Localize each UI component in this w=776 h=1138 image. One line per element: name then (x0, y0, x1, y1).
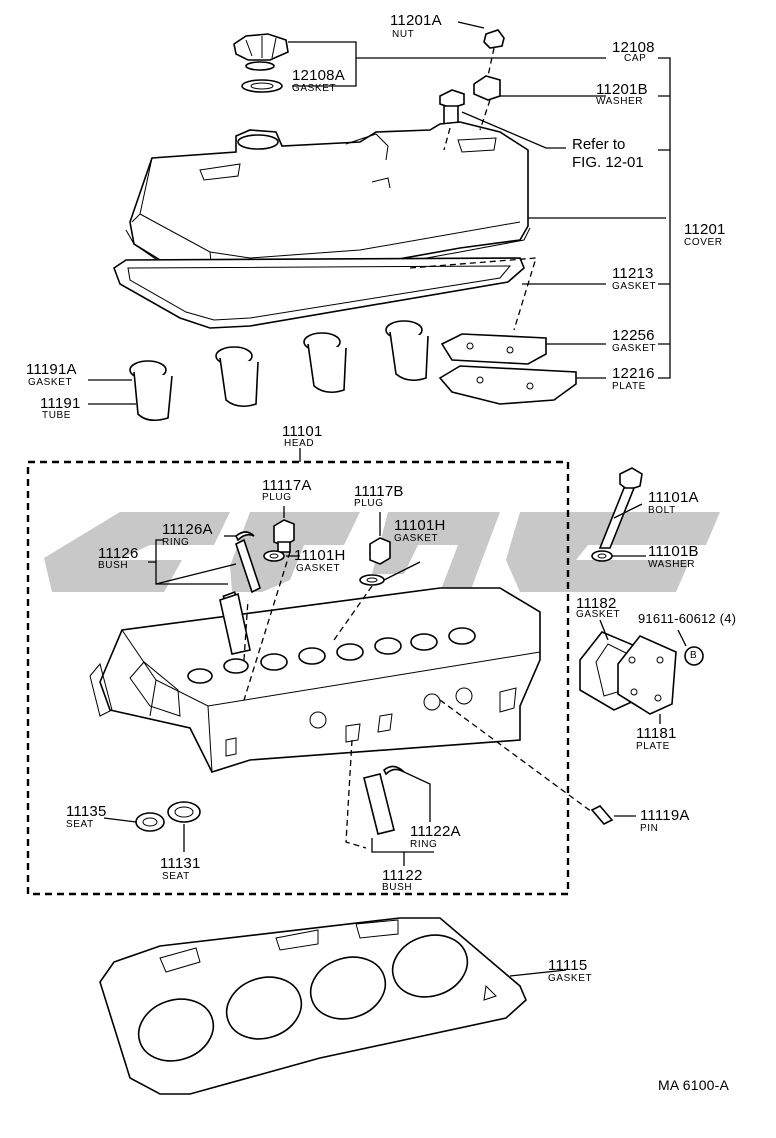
part-name-washer-bolt: WASHER (648, 559, 696, 570)
part-name-ring-bush: RING (162, 537, 190, 548)
part-name-cap: CAP (624, 53, 647, 64)
plug-b-drawing[interactable] (369, 537, 391, 565)
cover-drawing[interactable] (125, 121, 531, 279)
part-number-gasket-plug-a: 11101H (294, 547, 346, 564)
tube-drawing[interactable] (129, 320, 429, 422)
cylinder-head-drawing[interactable] (89, 587, 541, 773)
part-name-plug-b: PLUG (354, 498, 384, 509)
part-number-seat-b: 11131 (160, 855, 201, 872)
head-gasket-drawing[interactable] (99, 917, 567, 1095)
part-number-seat-a: 11135 (66, 803, 107, 820)
part-name-gasket-side: GASKET (576, 609, 621, 620)
nut-drawing[interactable] (483, 29, 505, 49)
part-name-bush-guide: BUSH (382, 882, 413, 893)
part-number-cap: 12108 (612, 39, 655, 56)
part-number-head: 11101 (282, 423, 323, 440)
bush-guide-drawing[interactable] (363, 765, 405, 835)
callout-marker-label: B (690, 650, 698, 661)
seat-a-drawing[interactable] (135, 812, 165, 832)
part-name-nut: NUT (392, 29, 415, 40)
part-name-seat-a: SEAT (66, 819, 94, 830)
part-name-cover: COVER (684, 237, 723, 248)
part-number-tube: 11191 (40, 395, 81, 412)
part-number-nut: 11201A (390, 12, 442, 29)
part-number-plug-a: 11117A (262, 477, 312, 494)
pin-drawing[interactable] (590, 805, 614, 825)
gasket-plug-a-drawing[interactable] (263, 550, 285, 562)
part-name-gasket-cover: GASKET (612, 281, 657, 292)
part-name-gasket-cap: GASKET (292, 83, 337, 94)
part-name-pin: PIN (640, 823, 659, 834)
gasket-plate-drawing[interactable] (440, 333, 547, 365)
part-name-seat-b: SEAT (162, 871, 190, 882)
part-number-plate-cover: 12216 (612, 365, 655, 382)
part-number-bolt: 11101A (648, 489, 699, 506)
plate-guide-line (409, 257, 537, 331)
part-number-plug-b: 11117B (354, 483, 404, 500)
part-number-bush-guide: 11122 (382, 867, 423, 884)
part-number-ring-guide: 11122A (410, 823, 461, 840)
part-number-pin: 11119A (640, 807, 690, 824)
part-name-head: HEAD (284, 438, 315, 449)
head-leader-lines (103, 503, 687, 866)
bolt-drawing[interactable] (598, 467, 643, 549)
part-number-cover: 11201 (684, 221, 726, 238)
part-name-plate-cover: PLATE (612, 381, 646, 392)
part-name-head-gasket: GASKET (548, 973, 593, 984)
seat-b-drawing[interactable] (167, 801, 201, 823)
part-number-plate-side: 11181 (636, 725, 677, 742)
part-number-gasket-cover: 11213 (612, 265, 654, 282)
part-name-bush: BUSH (98, 560, 129, 571)
part-number-gasket-cap: 12108A (292, 67, 345, 84)
part-number-bush: 11126 (98, 545, 139, 562)
head-assembly-frame (26, 460, 570, 896)
part-name-plug-a: PLUG (262, 492, 292, 503)
part-name-tube: TUBE (42, 410, 72, 421)
refer-line-2: FIG. 12-01 (572, 154, 644, 171)
gasket-cap-drawing[interactable] (241, 79, 283, 93)
part-number-gasket-tube: 11191A (26, 361, 77, 378)
top-leader-lines (88, 21, 671, 405)
gasket-cover-drawing[interactable] (113, 257, 525, 329)
part-name-ring-guide: RING (410, 839, 438, 850)
plate-cover-drawing[interactable] (438, 365, 577, 405)
washer-cover-drawing[interactable] (473, 75, 501, 101)
part-number-gasket-plug-b: 11101H (394, 517, 446, 534)
diagram-title: MA 6100-A (658, 1077, 730, 1093)
bush-drawing[interactable] (219, 538, 261, 655)
part-number-screw: 91611-60612 (4) (638, 611, 737, 626)
part-number-gasket-side: 11182 (576, 595, 617, 612)
cap-drawing[interactable] (233, 33, 289, 71)
part-name-gasket-plate: GASKET (612, 343, 657, 354)
part-number-gasket-plate: 12256 (612, 327, 655, 344)
part-name-plate-side: PLATE (636, 741, 670, 752)
part-name-gasket-plug-b: GASKET (394, 533, 439, 544)
part-number-washer-cover: 11201B (596, 81, 648, 98)
part-name-gasket-plug-a: GASKET (296, 563, 341, 574)
gasket-plug-b-drawing[interactable] (359, 574, 385, 586)
plate-side-drawing[interactable] (617, 635, 677, 715)
callout-marker-circle (684, 646, 704, 666)
watermark-logo (44, 512, 720, 592)
part-name-washer-cover: WASHER (596, 96, 644, 107)
part-number-ring-bush: 11126A (162, 521, 213, 538)
part-name-gasket-tube: GASKET (28, 377, 73, 388)
part-number-head-gasket: 11115 (548, 957, 588, 974)
ring-bush-drawing[interactable] (234, 531, 255, 542)
refer-line-1: Refer to (572, 136, 626, 153)
part-name-bolt: BOLT (648, 505, 676, 516)
part-number-washer-bolt: 11101B (648, 543, 699, 560)
washer-bolt-drawing[interactable] (591, 550, 613, 562)
